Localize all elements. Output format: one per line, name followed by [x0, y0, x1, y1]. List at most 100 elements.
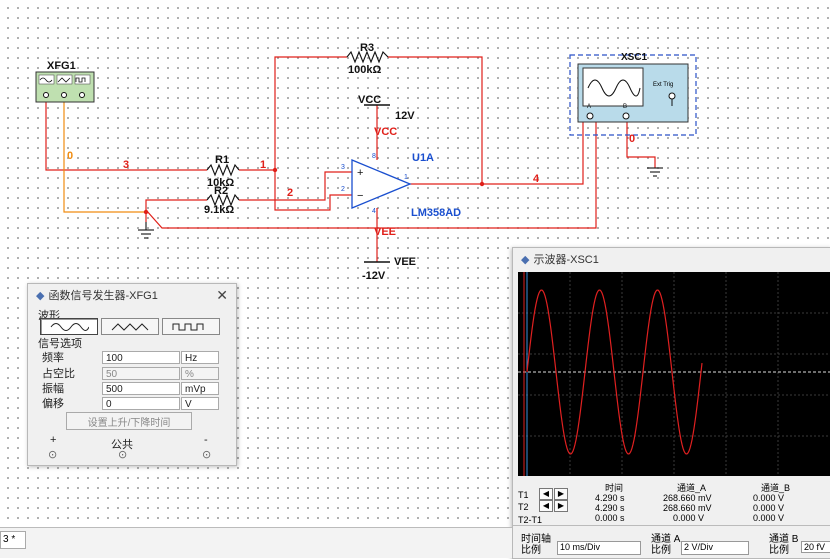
vcc-source-label: VCC	[358, 94, 382, 106]
function-generator-window[interactable]: ◆ 函数信号发生器-XFG1 ✕ 波形 信号选项 频率 100 Hz 占空比 5…	[27, 283, 237, 466]
sine-wave-icon	[50, 322, 89, 331]
col-ch-a-header: 通道_A	[677, 483, 707, 493]
t2-ch-a: 268.660 mV	[663, 503, 712, 513]
frequency-unit-select[interactable]: Hz	[181, 350, 219, 364]
offset-unit-select[interactable]: V	[181, 396, 219, 410]
t1-label: T1	[518, 490, 529, 500]
duty-cycle-unit: %	[181, 366, 219, 380]
field-name: 频率	[42, 352, 64, 364]
channel-a-label: 通道 A	[651, 534, 681, 545]
arrow-right-icon[interactable]: ▶	[554, 500, 568, 512]
offset-row: 偏移 0 V	[42, 396, 219, 410]
net-label-4: 4	[533, 173, 540, 185]
channel-b-scale-label: 比例	[769, 545, 789, 556]
net-label-0-xfg: 0	[67, 150, 74, 162]
scope-screen[interactable]	[518, 272, 830, 476]
arrow-right-icon[interactable]: ▶	[554, 488, 568, 500]
t1-ch-b: 0.000 V	[753, 493, 785, 503]
t1-arrows[interactable]: ◀▶	[539, 488, 569, 500]
channel-a-scale-input[interactable]: 2 V/Div	[681, 541, 749, 555]
vee-pin-label: VEE	[374, 226, 397, 238]
amplitude-input[interactable]: 500	[102, 381, 180, 395]
t2-t1-label: T2-T1	[518, 515, 543, 525]
terminal-common-label: 公共	[111, 439, 133, 451]
close-icon[interactable]: ✕	[216, 286, 228, 303]
offset-input[interactable]: 0	[102, 396, 180, 410]
opamp-pin8: 8	[372, 153, 376, 160]
signal-options-label: 信号选项	[38, 338, 82, 350]
net-label-2: 2	[287, 187, 294, 199]
t1-time: 4.290 s	[595, 493, 625, 503]
fg-titlebar[interactable]: ◆ 函数信号发生器-XFG1 ✕	[28, 284, 236, 306]
arrow-left-icon[interactable]: ◀	[539, 488, 553, 500]
vee-voltage: -12V	[362, 270, 386, 282]
scope-titlebar[interactable]: ◆ 示波器-XSC1	[513, 248, 830, 270]
vcc-pin-label: VCC	[374, 126, 398, 138]
square-wave-icon	[172, 323, 204, 330]
channel-a-scale-label: 比例	[651, 545, 671, 556]
r1-value: 10kΩ	[207, 177, 235, 189]
svg-text:+: +	[357, 167, 363, 179]
svg-text:−: −	[357, 190, 363, 202]
amplitude-row: 振幅 500 mVp	[42, 381, 219, 395]
sheet-tab[interactable]: 3 *	[0, 531, 26, 549]
t2-t1-ch-a: 0.000 V	[673, 513, 705, 523]
channel-b-label: 通道 B	[769, 534, 799, 545]
terminal-minus-icon[interactable]: ⊙	[202, 449, 212, 461]
amplitude-unit-select[interactable]: mVp	[181, 381, 219, 395]
frequency-input[interactable]: 100	[102, 350, 180, 364]
net-label-1: 1	[260, 159, 267, 171]
t1-ch-a: 268.660 mV	[663, 493, 712, 503]
terminal-plus-label: +	[50, 434, 57, 446]
function-generator-symbol	[35, 71, 95, 103]
vcc-voltage: 12V	[395, 110, 415, 122]
terminal-common-icon[interactable]: ⊙	[118, 449, 128, 461]
scope-display	[518, 272, 830, 476]
triangle-wave-button[interactable]	[101, 318, 159, 335]
fg-title: 函数信号发生器-XFG1	[48, 290, 158, 302]
duty-cycle-row: 占空比 50 %	[42, 366, 219, 380]
duty-cycle-input: 50	[102, 366, 180, 380]
r2-value: 9.1kΩ	[204, 204, 235, 216]
r3-refdes: R3	[360, 42, 375, 54]
t2-t1-time: 0.000 s	[595, 513, 625, 523]
xfg1-refdes: XFG1	[47, 60, 76, 72]
field-name: 振幅	[42, 383, 64, 395]
opamp-model: LM358AD	[411, 207, 462, 219]
t2-arrows[interactable]: ◀▶	[539, 500, 569, 512]
r3-value: 100kΩ	[348, 64, 382, 76]
oscilloscope-window[interactable]: ◆ 示波器-XSC1 时间 通道_A 通道_B T1 ◀▶ 4.290 s 26…	[512, 247, 830, 559]
rise-fall-time-button: 设置上升/下降时间	[66, 412, 192, 430]
sine-wave-button[interactable]	[40, 318, 98, 335]
scope-pin-b: B	[623, 104, 628, 110]
col-ch-b-header: 通道_B	[761, 483, 791, 493]
triangle-wave-icon	[111, 322, 149, 331]
opamp-pin1: 1	[404, 174, 408, 181]
xsc1-refdes: XSC1	[621, 52, 648, 63]
r1-refdes: R1	[215, 154, 230, 166]
vee-source-label: VEE	[394, 256, 417, 268]
timebase-scale-input[interactable]: 10 ms/Div	[557, 541, 641, 555]
timebase-label: 时间轴	[521, 534, 551, 545]
net-label-3: 3	[123, 159, 130, 171]
scope-title: 示波器-XSC1	[533, 254, 599, 266]
channel-b-scale-input[interactable]: 20 fV	[801, 541, 830, 553]
opamp-pin4: 4	[372, 208, 376, 215]
timebase-scale-label: 比例	[521, 545, 541, 556]
sheet-tabs-bar: 3 *	[0, 527, 512, 558]
opamp-pin3: 3	[341, 164, 345, 171]
net-label-0-scope: 0	[629, 133, 636, 145]
channel-a-trace	[526, 289, 703, 455]
t2-label: T2	[518, 502, 529, 512]
t2-t1-ch-b: 0.000 V	[753, 513, 785, 523]
arrow-left-icon[interactable]: ◀	[539, 500, 553, 512]
t2-time: 4.290 s	[595, 503, 625, 513]
oscilloscope-symbol	[569, 54, 697, 136]
opamp-refdes: U1A	[412, 152, 435, 164]
r2-refdes: R2	[214, 185, 229, 197]
terminal-plus-icon[interactable]: ⊙	[48, 449, 58, 461]
opamp-pin2: 2	[341, 186, 345, 193]
col-time-header: 时间	[605, 483, 624, 493]
square-wave-button[interactable]	[162, 318, 220, 335]
field-name: 占空比	[42, 368, 75, 380]
